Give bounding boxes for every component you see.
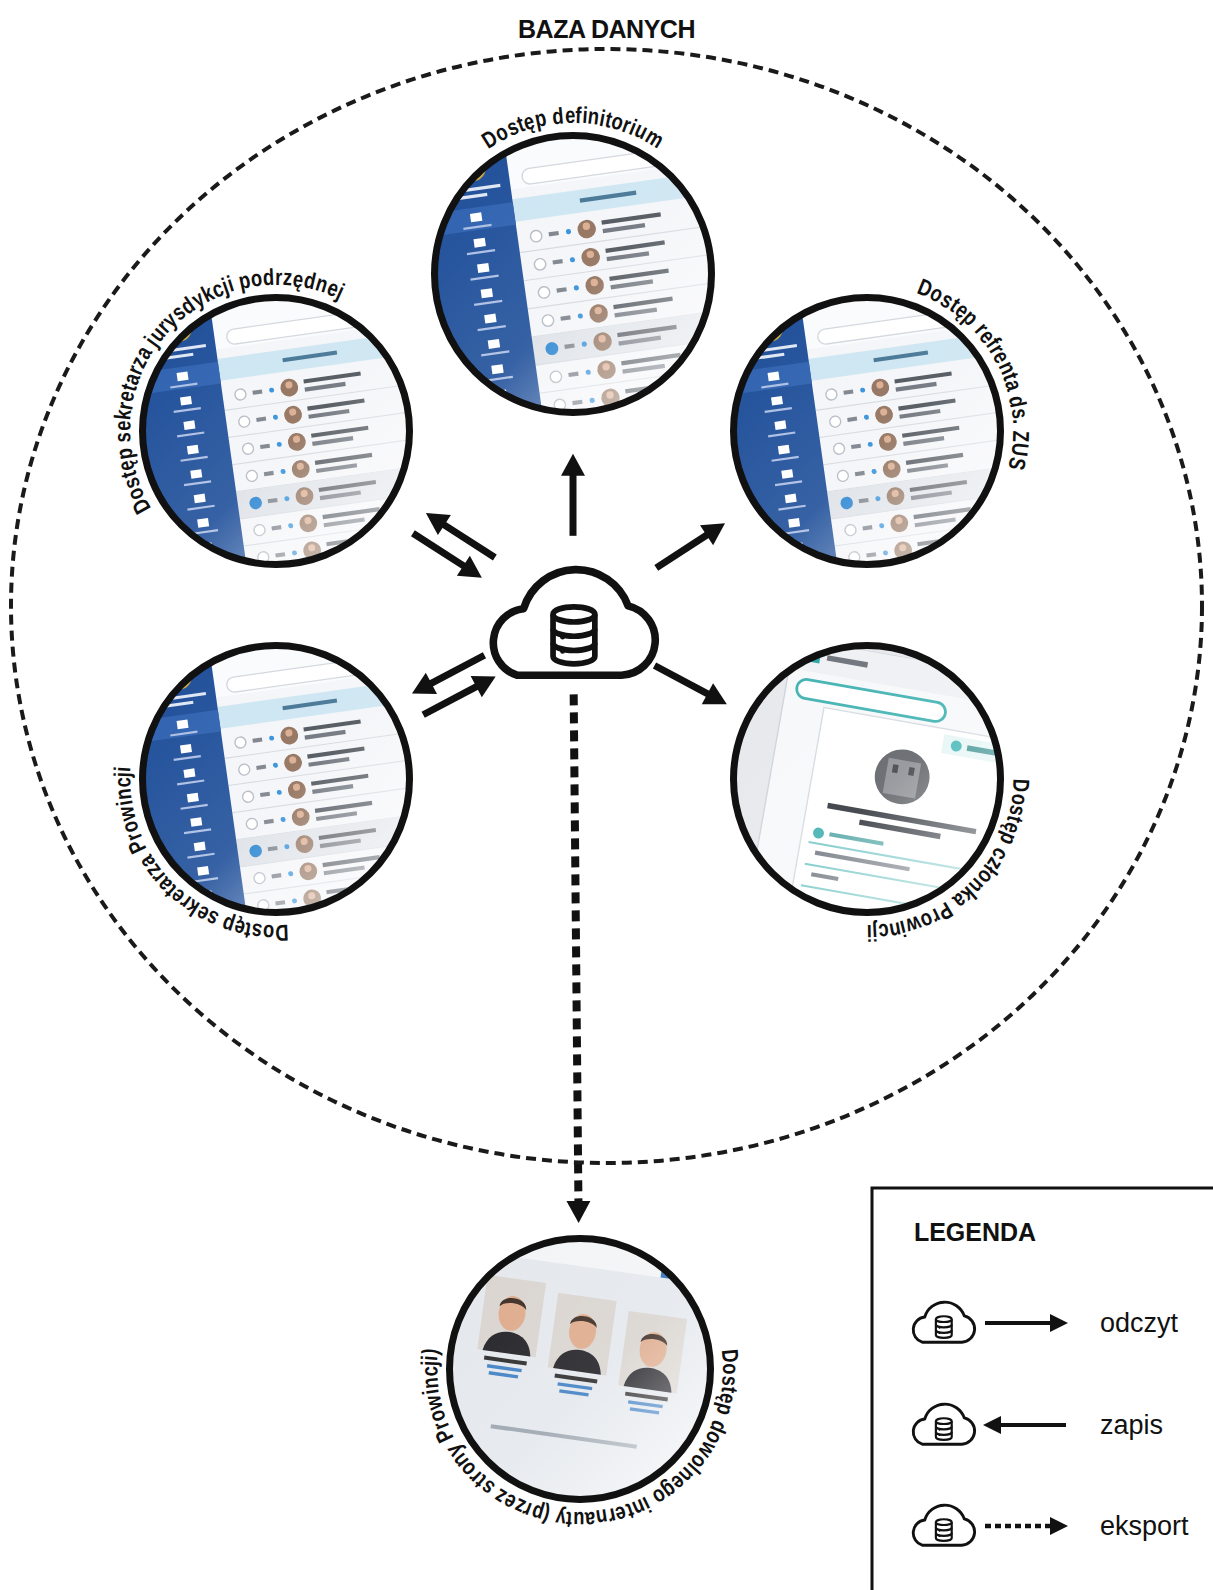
circle-outline [139,642,413,916]
circle-outline [139,294,413,568]
label-letter: c [109,777,135,788]
label-letter: a [585,1506,597,1533]
circle-outline [431,132,715,416]
label-letter: o [262,920,275,947]
access-circle: Dostęp refrenta ds. ZUS [730,294,1004,568]
screen-picture [411,1214,785,1503]
label-letter: i [867,920,873,946]
label-letter [1008,424,1034,430]
legend-label: eksport [1100,1510,1189,1542]
access-label: Dostęp członka Prowincji [730,642,1004,916]
label-letter: d [551,102,565,129]
data-arrow [656,523,725,568]
label-letter: D [1008,779,1035,793]
label-letter: . [1008,418,1034,425]
region-title: BAZA DANYCH [518,14,695,44]
database-region: BAZA DANYCHDostęp definitoriumDostęp sek… [8,46,1205,1166]
label-letter: c [416,1366,442,1377]
label-letter: c [877,919,890,946]
cloud-outline [478,563,668,681]
legend-read-arrow [985,1314,1068,1332]
legend-label: zapis [1100,1409,1163,1441]
label-letter: o [718,1363,744,1374]
access-circle: Dostęp sekretarza Prowincji [139,642,413,916]
label-letter: D [275,920,289,946]
label-letter: o [249,265,263,292]
export-connector [566,694,590,1223]
label-letter: D [717,1348,744,1364]
database-cloud [478,563,668,681]
access-circle: Dostęp dowolnego internauty (przez stron… [446,1235,714,1503]
label-letter: f [575,102,582,128]
access-circle: Dostęp sekretarza jurysdykcji podrzędnej [139,294,413,568]
screen-picture [59,560,515,1010]
legend-export-arrow [985,1517,1068,1535]
label-letter: d [263,264,275,290]
legend-label: odczyt [1100,1307,1178,1339]
label-letter: u [573,1507,584,1533]
label-letter: Z [1008,430,1034,442]
legend-cloud-icon [913,1302,974,1342]
label-letter: j [109,771,135,777]
circle-outline [730,642,1004,916]
data-arrow [561,454,585,536]
circle-outline [446,1235,714,1503]
label-letter: r [275,264,283,290]
screen-picture [59,212,515,662]
legend-box [872,1188,1213,1590]
access-label: Dostęp refrenta ds. ZUS [730,294,1004,568]
label-letter: s [1006,407,1033,420]
label-letter: i [109,765,135,772]
access-label: Dostęp sekretarza jurysdykcji podrzędnej [139,294,413,568]
data-arrow [413,533,482,577]
access-label: Dostęp dowolnego internauty (przez stron… [446,1235,714,1503]
data-arrow [423,676,495,715]
screen-picture [730,638,1064,977]
screen-picture [650,212,1106,662]
circle-outline [730,294,1004,568]
access-label: Dostęp sekretarza Prowincji [139,642,413,916]
access-circle: Dostęp członka Prowincji [730,642,1004,916]
label-letter: y [554,1505,568,1532]
legend-write-arrow [983,1416,1066,1434]
label-letter: e [564,102,575,128]
access-label: Dostęp definitorium [431,132,715,416]
access-circle: Dostęp definitorium [431,132,715,416]
label-letter: e [109,420,135,431]
data-arrow [655,666,727,705]
legend-cloud-icon [913,1404,974,1444]
legend-title: LEGENDA [914,1217,1036,1247]
label-letter: s [109,431,135,442]
legend-cloud-icon [913,1505,974,1545]
